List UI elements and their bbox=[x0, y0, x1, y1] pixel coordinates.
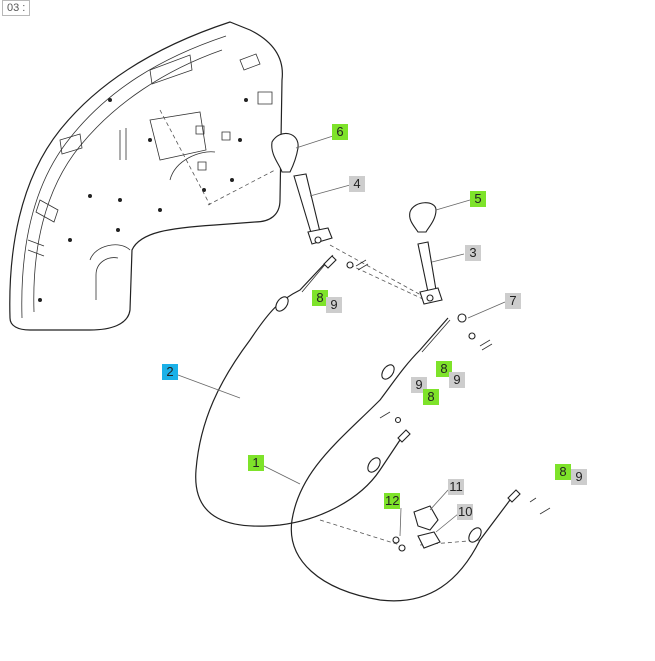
callout-8a[interactable]: 8 bbox=[312, 290, 328, 306]
callout-8c[interactable]: 8 bbox=[423, 389, 439, 405]
cable-1 bbox=[290, 317, 521, 602]
callout-3[interactable]: 3 bbox=[465, 245, 481, 261]
callout-6[interactable]: 6 bbox=[332, 124, 348, 140]
callout-11[interactable]: 11 bbox=[448, 479, 464, 495]
lever-3 bbox=[409, 202, 443, 305]
callout-7[interactable]: 7 bbox=[505, 293, 521, 309]
callout-12[interactable]: 12 bbox=[384, 493, 401, 509]
callout-9b[interactable]: 9 bbox=[449, 372, 465, 388]
hardware-pins bbox=[346, 259, 551, 515]
page-tag: 03 : bbox=[2, 0, 31, 16]
lever-4 bbox=[271, 132, 333, 245]
guide-lines bbox=[159, 109, 481, 546]
bracket-assembly bbox=[392, 505, 441, 552]
fender-housing bbox=[9, 21, 283, 331]
callout-4[interactable]: 4 bbox=[349, 176, 365, 192]
callout-9a[interactable]: 9 bbox=[326, 297, 342, 313]
callout-1[interactable]: 1 bbox=[248, 455, 264, 471]
callout-8d[interactable]: 8 bbox=[555, 464, 571, 480]
leader-lines bbox=[177, 135, 506, 537]
cable-2 bbox=[195, 254, 401, 527]
callout-5[interactable]: 5 bbox=[470, 191, 486, 207]
callout-10[interactable]: 10 bbox=[457, 504, 474, 520]
callout-2[interactable]: 2 bbox=[162, 364, 178, 380]
callout-8b[interactable]: 8 bbox=[436, 361, 452, 377]
callout-9d[interactable]: 9 bbox=[571, 469, 587, 485]
